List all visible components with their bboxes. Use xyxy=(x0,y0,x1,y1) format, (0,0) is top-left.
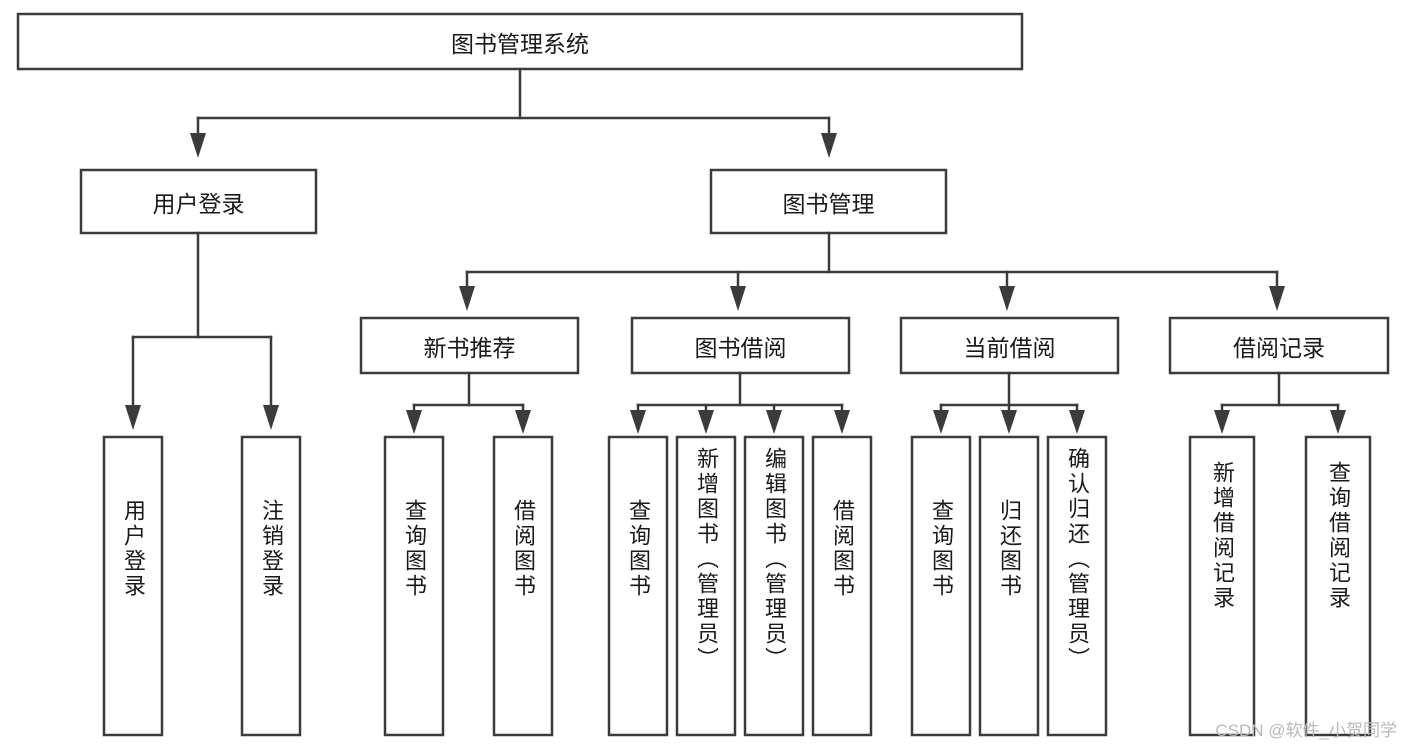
leaf-borrow-edit-book-box[interactable] xyxy=(743,435,805,737)
arrow-head-borrow-3 xyxy=(766,410,782,434)
node-new-book-recommend-box[interactable] xyxy=(359,316,580,375)
leaf-user-login-box[interactable] xyxy=(102,435,164,737)
leaf-current-return-book-box[interactable] xyxy=(978,435,1040,737)
leaf-record-add-box[interactable] xyxy=(1188,435,1256,737)
arrow-head-level2-1 xyxy=(459,286,475,311)
arrow-head-user-login-2 xyxy=(263,405,279,430)
arrow-head-record-1 xyxy=(1214,410,1230,434)
leaf-recommend-borrow-book-box[interactable] xyxy=(492,435,554,737)
arrow-head-level2-3 xyxy=(999,286,1015,311)
arrow-head-record-2 xyxy=(1330,410,1346,434)
arrow-head-level1-right xyxy=(821,133,837,158)
node-current-borrow-box[interactable] xyxy=(899,316,1120,375)
arrow-head-level2-2 xyxy=(730,286,746,311)
leaf-borrow-query-book-box[interactable] xyxy=(607,435,669,737)
node-root-box[interactable] xyxy=(16,12,1024,71)
arrow-head-level2-4 xyxy=(1269,286,1285,311)
leaf-borrow-borrow-book-box[interactable] xyxy=(811,435,873,737)
arrow-head-recommend-2 xyxy=(515,410,531,434)
leaf-current-confirm-return-box[interactable] xyxy=(1046,435,1108,737)
leaf-recommend-query-book-box[interactable] xyxy=(383,435,445,737)
arrow-head-recommend-1 xyxy=(406,410,422,434)
arrow-head-current-1 xyxy=(933,410,949,434)
node-book-management-box[interactable] xyxy=(709,168,948,235)
node-borrow-record-box[interactable] xyxy=(1168,316,1390,375)
arrow-head-current-3 xyxy=(1069,410,1085,434)
leaf-record-query-box[interactable] xyxy=(1304,435,1372,737)
arrow-head-borrow-2 xyxy=(698,410,714,434)
leaf-current-query-book-box[interactable] xyxy=(910,435,972,737)
node-book-borrow-box[interactable] xyxy=(630,316,851,375)
node-user-login-box[interactable] xyxy=(79,168,318,235)
arrow-head-borrow-1 xyxy=(630,410,646,434)
arrow-head-user-login-1 xyxy=(125,405,141,430)
arrow-head-current-2 xyxy=(1001,410,1017,434)
leaf-borrow-add-book-box[interactable] xyxy=(675,435,737,737)
arrow-head-level1-left xyxy=(190,133,206,158)
arrow-head-borrow-4 xyxy=(834,410,850,434)
leaf-logout-box[interactable] xyxy=(240,435,302,737)
